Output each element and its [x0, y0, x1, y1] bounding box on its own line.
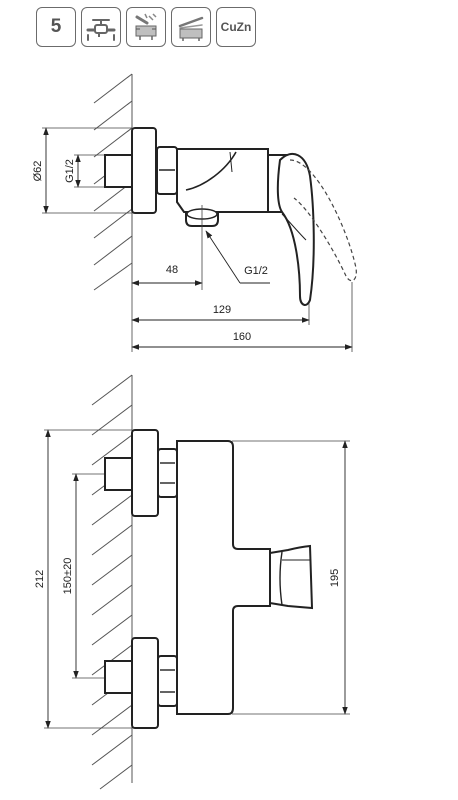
upper-rosette — [131, 429, 159, 517]
count-label: 5 — [50, 16, 62, 37]
lower-nut — [157, 655, 178, 707]
dim-label-connection-spacing: 150±20 — [62, 558, 74, 595]
wall-mixer-icon — [81, 7, 121, 47]
dim-label-diameter: Ø62 — [32, 161, 44, 182]
dim-label-body-height: 195 — [329, 569, 341, 587]
lever-handle-icon — [171, 7, 211, 47]
mixer-body-front — [176, 440, 271, 715]
upper-connection — [104, 429, 178, 517]
dim-label-outlet-thread: G1/2 — [244, 265, 268, 277]
material-label: CuZn — [220, 20, 252, 34]
inlet-pipe-side — [104, 154, 133, 188]
count-badge: 5 — [36, 7, 76, 47]
lower-rosette — [131, 637, 159, 729]
hot-cold-water-icon — [126, 7, 166, 47]
lever-handle-front — [269, 544, 314, 610]
wall-hatch-front — [91, 374, 133, 790]
lower-connection — [104, 637, 178, 729]
outlet-nozzle-side — [185, 205, 219, 290]
dim-label-inlet-thread: G1/2 — [64, 159, 76, 183]
upper-nut — [157, 448, 178, 498]
dim-label-depth-total: 160 — [233, 331, 251, 343]
dim-label-height-total: 212 — [34, 570, 46, 588]
dim-label-outlet-offset: 48 — [166, 264, 178, 276]
material-badge: CuZn — [216, 7, 256, 47]
leader-outlet-thread — [205, 230, 241, 284]
dim-label-depth-body: 129 — [213, 304, 231, 316]
wall-rosette-side — [131, 127, 157, 214]
side-view: Ø62 G1/2 48 G1/2 129 160 — [32, 73, 357, 352]
badge-row: 5 CuZn — [36, 7, 256, 47]
lever-alt-position — [289, 159, 357, 282]
front-view: 212 150±20 195 — [34, 374, 350, 790]
mixer-body-side — [176, 148, 269, 213]
